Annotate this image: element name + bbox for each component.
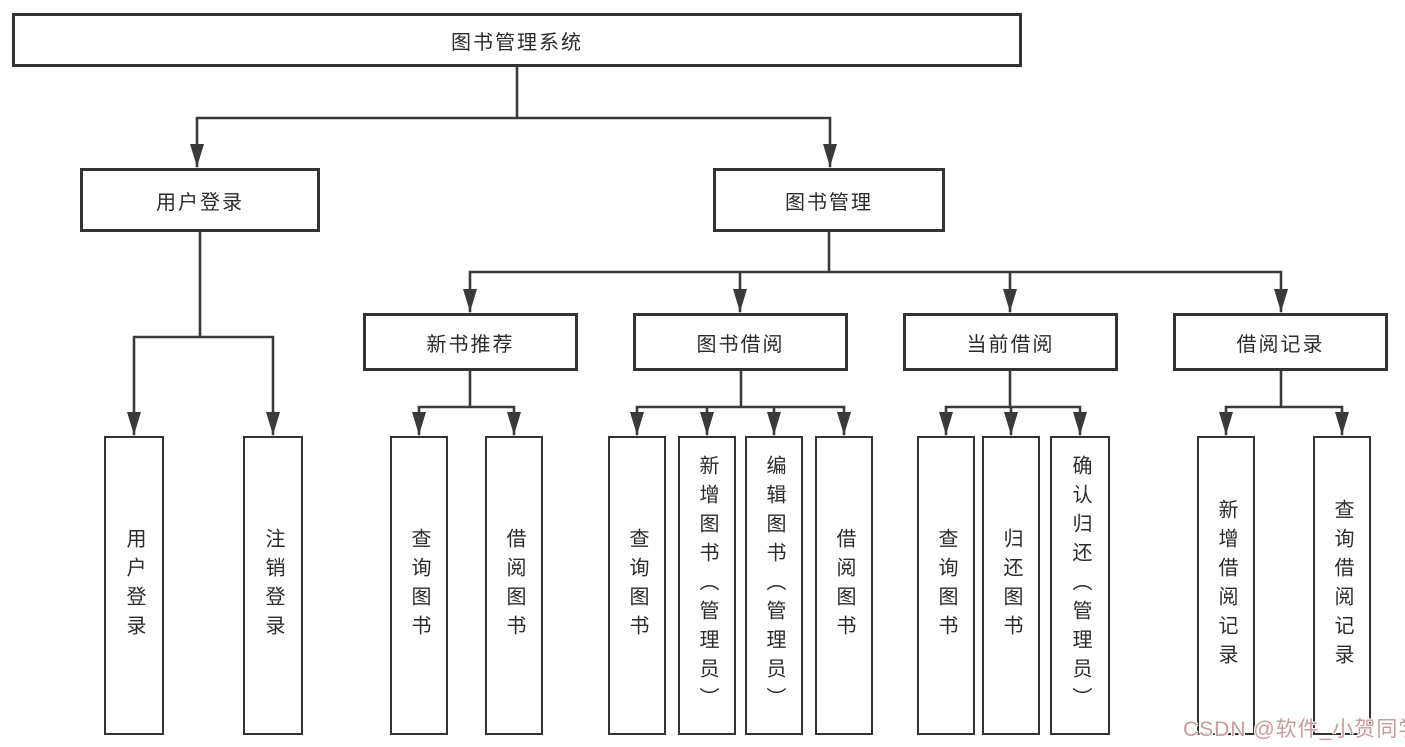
leaf-current-query-books: 查询图书 [917,436,975,735]
leaf-current-return-books: 归还图书 [982,436,1040,735]
connector-recommend-to-leaves [417,369,516,436]
arrowheads-recommend-to-leaves [412,412,521,435]
arrowheads-root-to-level1 [190,144,837,167]
arrowheads-mgmt-to-level2 [463,289,1288,312]
connector-mgmt-to-level2 [468,230,1283,313]
leaf-user-login: 用户登录 [104,436,164,735]
leaf-current-confirm-return-admin: 确认归还（管理员） [1050,436,1110,735]
arrowheads-current-to-leaves [939,412,1087,435]
leaf-borrow-borrow-books: 借阅图书 [815,436,873,735]
arrowheads-borrow-to-leaves [630,412,851,435]
node-root: 图书管理系统 [12,13,1022,67]
node-new-book-recommend: 新书推荐 [363,313,578,371]
csdn-watermark: CSDN @软件_小贺同学 [1183,718,1405,741]
node-borrowing-records: 借阅记录 [1173,313,1388,371]
leaf-borrow-query-books: 查询图书 [608,436,666,735]
leaf-records-query-record: 查询借阅记录 [1313,436,1371,735]
connector-borrow-to-leaves [635,369,846,436]
connector-login-to-leaves [132,230,275,436]
leaf-records-add-record: 新增借阅记录 [1197,436,1255,735]
leaf-logout: 注销登录 [243,436,303,735]
connector-root-to-level1 [195,65,832,168]
leaf-borrow-add-books-admin: 新增图书（管理员） [678,436,736,735]
leaf-recommend-borrow-books: 借阅图书 [485,436,543,735]
connector-records-to-leaves [1224,369,1344,436]
node-book-management: 图书管理 [713,168,945,232]
arrowheads-records-to-leaves [1219,412,1349,435]
arrowheads-login-to-leaves [127,412,280,435]
node-user-login: 用户登录 [80,168,320,232]
node-book-borrowing: 图书借阅 [633,313,848,371]
node-current-borrowing: 当前借阅 [903,313,1118,371]
leaf-recommend-query-books: 查询图书 [390,436,448,735]
leaf-borrow-edit-books-admin: 编辑图书（管理员） [745,436,803,735]
